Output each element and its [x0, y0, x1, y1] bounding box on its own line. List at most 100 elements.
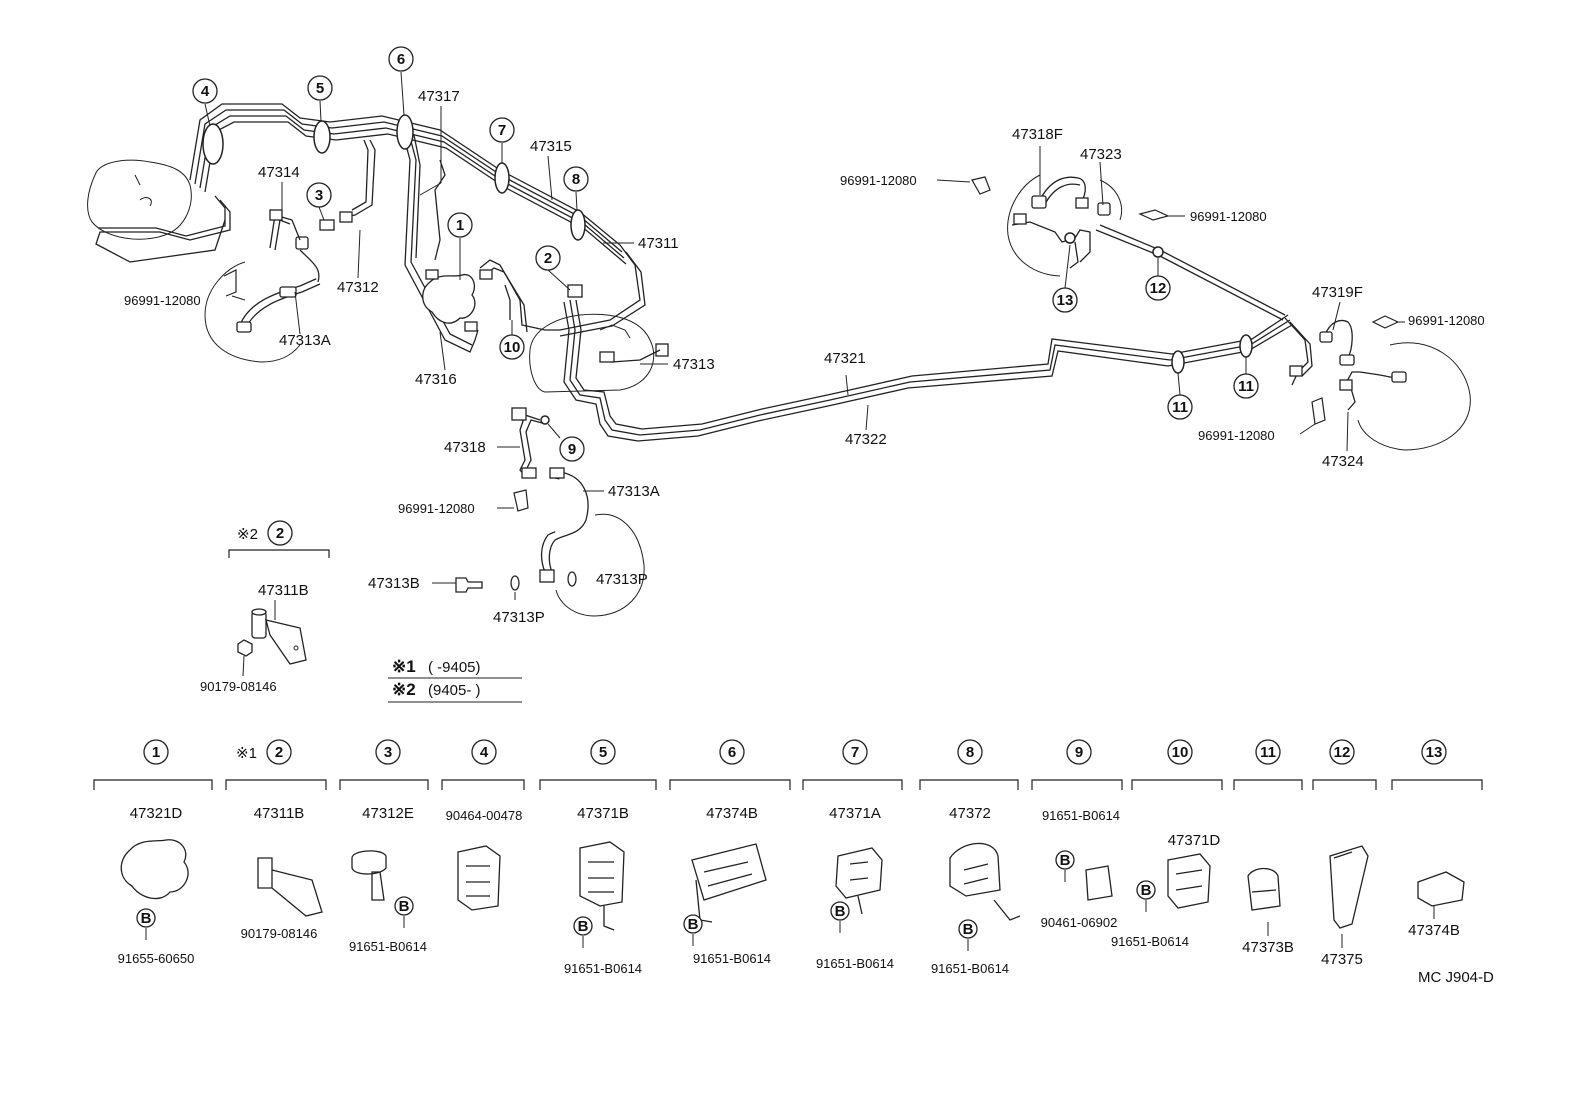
svg-text:10: 10: [504, 339, 521, 356]
label-47313P-right: 47313P: [596, 571, 648, 588]
label-47311: 47311: [638, 235, 679, 252]
label-96991-12080-upper-right: 96991-12080: [840, 173, 917, 188]
svg-text:12: 12: [1150, 280, 1167, 297]
label-47316: 47316: [415, 371, 457, 388]
legend-sub-7: 91651-B0614: [816, 956, 894, 971]
legend-bolt-7: B: [835, 903, 846, 920]
label-47313P-left: 47313P: [493, 609, 545, 626]
svg-text:(9405- ): (9405- ): [428, 682, 481, 699]
legend-item-11: 11 47373B: [1233, 739, 1303, 956]
callout-11-a: 11: [1167, 394, 1193, 420]
svg-text:※1: ※1: [392, 657, 416, 676]
label-96991-12080-lower-right: 96991-12080: [1198, 428, 1275, 443]
legend-number-12: 12: [1334, 744, 1351, 761]
leader-lines: [204, 71, 1405, 600]
svg-text:6: 6: [397, 51, 405, 68]
svg-text:4: 4: [201, 83, 210, 100]
legend-item-10: 10 47371D B 91651-B0614: [1111, 739, 1223, 949]
callout-10: 10: [499, 334, 525, 360]
legend-part-8: 47372: [949, 805, 991, 822]
callout-5: 5: [307, 75, 333, 101]
version-note: ※1 ( -9405) ※2 (9405- ): [388, 657, 522, 703]
svg-text:11: 11: [1238, 378, 1254, 395]
legend-part-1: 47321D: [130, 805, 183, 822]
svg-text:5: 5: [316, 80, 324, 97]
legend-part-6: 47374B: [706, 805, 758, 822]
legend-part-3: 47312E: [362, 805, 414, 822]
legend-bolt-8: B: [963, 921, 974, 938]
legend-bolt-5: B: [578, 918, 589, 935]
legend-number-7: 7: [851, 744, 859, 761]
legend-number-11: 11: [1260, 744, 1276, 761]
legend-sub-5: 91651-B0614: [564, 961, 642, 976]
svg-text:13: 13: [1057, 292, 1074, 309]
legend-number-4: 4: [480, 744, 489, 761]
legend-sub-2: 90179-08146: [241, 926, 318, 941]
callout-9: 9: [559, 436, 585, 462]
svg-text:7: 7: [498, 122, 506, 139]
label-96991-12080-far-right: 96991-12080: [1408, 313, 1485, 328]
legend-item-1: 1 47321D B 91655-60650: [93, 739, 213, 966]
label-47314: 47314: [258, 164, 300, 181]
tube-clamp-rings: [202, 114, 1253, 425]
label-47313: 47313: [673, 356, 715, 373]
legend-number-9: 9: [1075, 744, 1083, 761]
callout-2: 2: [535, 245, 561, 271]
svg-text:3: 3: [315, 187, 323, 204]
label-47313B: 47313B: [368, 575, 420, 592]
inset-version-2: ※2 2 47311B 90179-08146: [200, 520, 330, 694]
legend-sub-11: 47373B: [1242, 939, 1294, 956]
legend-mark-2: ※1: [236, 745, 257, 762]
label-47321: 47321: [824, 350, 866, 367]
legend-number-1: 1: [152, 744, 160, 761]
callout-8: 8: [563, 166, 589, 192]
legend-item-12: 12 47375: [1312, 739, 1377, 968]
label-47317: 47317: [418, 88, 460, 105]
label-47315: 47315: [530, 138, 572, 155]
legend-number-10: 10: [1172, 744, 1189, 761]
svg-text:90179-08146: 90179-08146: [200, 679, 277, 694]
label-96991-12080-mid-right: 96991-12080: [1190, 209, 1267, 224]
callout-6: 6: [388, 46, 414, 72]
legend-bolt-1: B: [141, 910, 152, 927]
svg-text:※2: ※2: [392, 680, 416, 699]
legend-sub-6: 91651-B0614: [693, 951, 771, 966]
label-96991-12080-center: 96991-12080: [398, 501, 475, 516]
left-front-assembly: [87, 159, 321, 363]
legend-part-2: 47311B: [254, 805, 305, 822]
label-47313A-lower: 47313A: [608, 483, 660, 500]
legend-sub-10: 91651-B0614: [1111, 934, 1189, 949]
main-tube-bundle: [95, 103, 1293, 617]
legend-bolt-10: B: [1141, 882, 1152, 899]
legend-number-6: 6: [728, 744, 736, 761]
legend-number-13: 13: [1426, 744, 1443, 761]
legend-sub-12: 47375: [1321, 951, 1363, 968]
svg-text:47311B: 47311B: [258, 582, 309, 599]
label-47319F: 47319F: [1312, 284, 1363, 301]
legend-sub-9: 90461-06902: [1041, 915, 1118, 930]
svg-text:11: 11: [1172, 399, 1188, 416]
small-bolt-parts: [455, 571, 577, 593]
callout-4: 4: [192, 78, 218, 104]
svg-text:8: 8: [572, 171, 580, 188]
label-47323: 47323: [1080, 146, 1122, 163]
legend-sub-3: 91651-B0614: [349, 939, 427, 954]
legend-bolt-3: B: [399, 898, 410, 915]
label-47322: 47322: [845, 431, 887, 448]
part-labels: 47317 47315 47311 47314 47312 96991-1208…: [124, 88, 1485, 626]
callout-3: 3: [306, 182, 332, 208]
legend-sub-1: 91655-60650: [118, 951, 195, 966]
legend-part-10: 47371D: [1168, 832, 1221, 849]
clamp-legend-row: 147321DB91655-606502※147311B90179-081463…: [93, 739, 1483, 976]
callout-11-b: 11: [1233, 373, 1259, 399]
